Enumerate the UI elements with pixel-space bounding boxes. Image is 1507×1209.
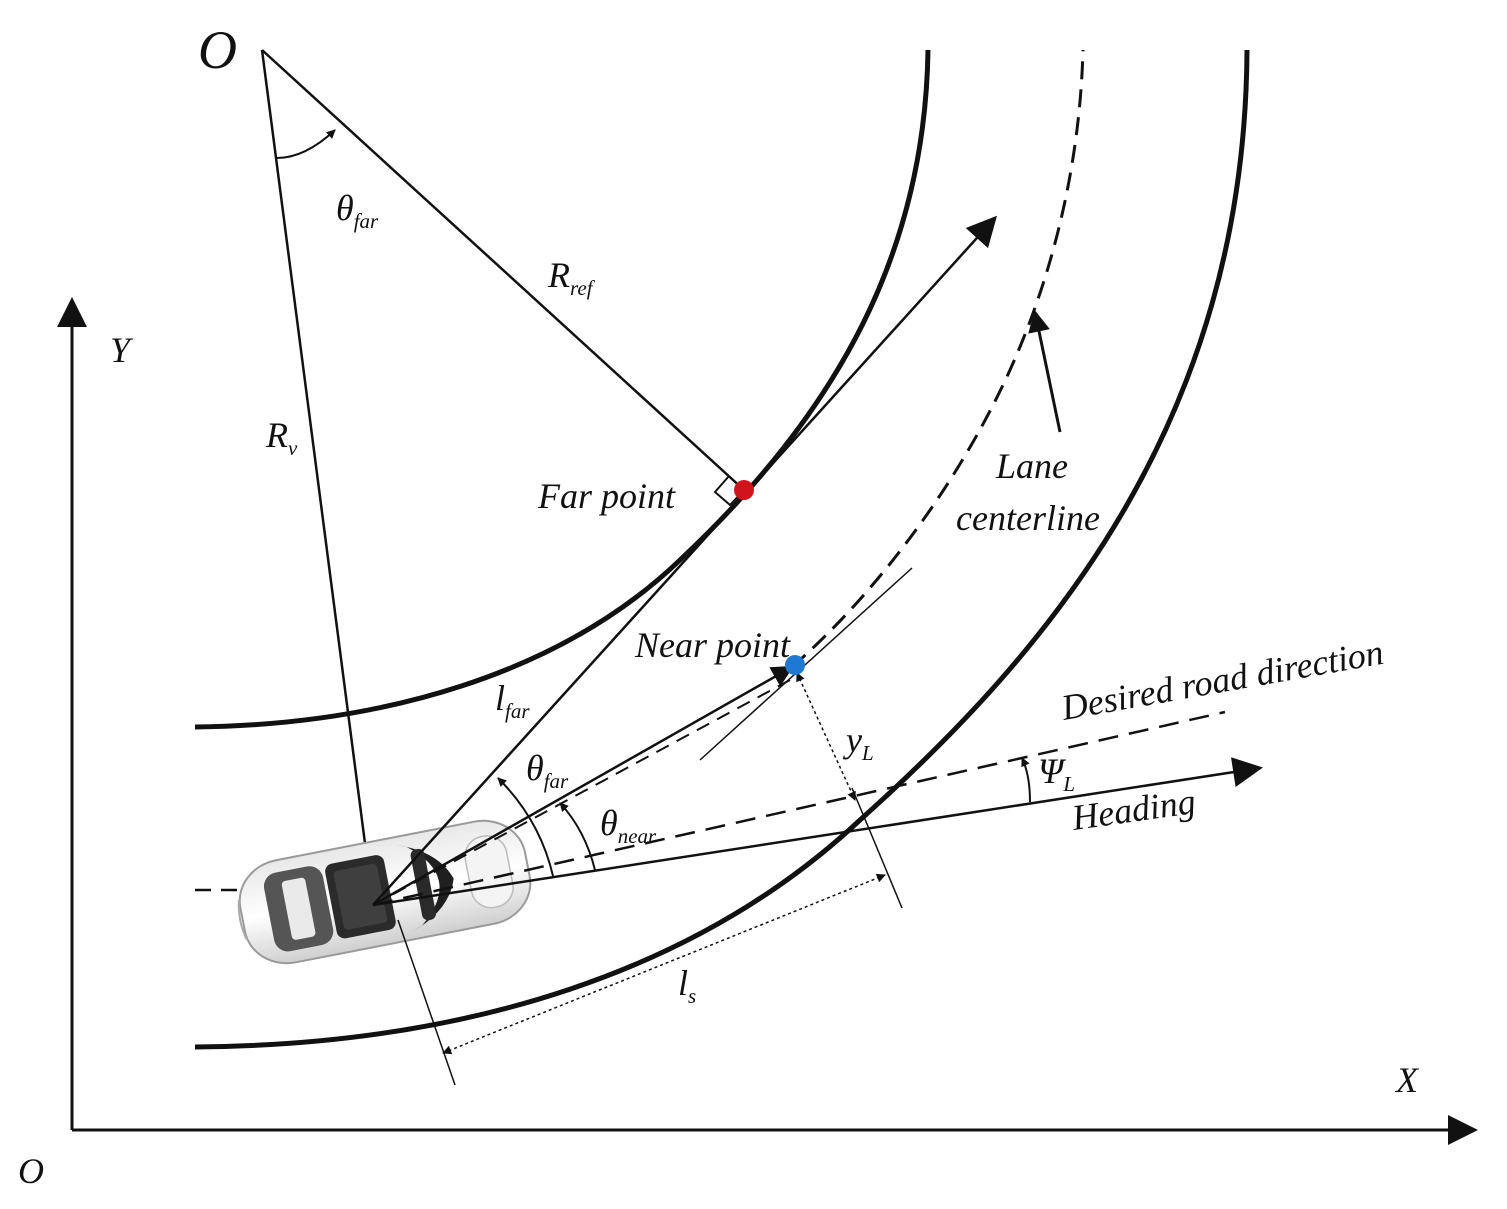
- right-angle-mark: [713, 475, 745, 507]
- heading-label: Heading: [1069, 781, 1198, 838]
- r-v-label: Rv: [265, 415, 298, 460]
- lane-centerline-label-line1: Lane: [995, 446, 1068, 486]
- lane-centerline: [791, 49, 1085, 669]
- radius-rv-line: [260, 49, 375, 906]
- desired-road-direction-line: [372, 710, 1226, 907]
- far-point-marker: [734, 480, 754, 500]
- far-point-label: Far point: [537, 476, 676, 516]
- l-s-extension-right: [851, 787, 903, 909]
- theta-near-arc-car: [559, 802, 596, 871]
- l-s-extension-left: [397, 919, 456, 1086]
- far-point-sight-line: [372, 215, 998, 906]
- y-l-label: yL: [843, 720, 874, 765]
- origin-axes-label: O: [18, 1151, 44, 1191]
- inner-road-boundary: [194, 49, 931, 730]
- near-point-tangent: [699, 567, 913, 761]
- psi-l-label: ΨL: [1038, 751, 1075, 796]
- lane-centerline-label-line2: centerline: [956, 498, 1100, 538]
- radius-rref-line: [261, 49, 745, 491]
- near-point-marker: [785, 655, 805, 675]
- r-ref-label: Rref: [547, 255, 596, 300]
- near-point-sight-line: [372, 665, 794, 907]
- lane-centerline-pointer: [1028, 309, 1062, 433]
- l-far-label: lfar: [495, 678, 530, 723]
- psi-l-arc: [1021, 757, 1031, 803]
- l-s-label: ls: [678, 963, 696, 1008]
- x-axis-label: X: [1394, 1060, 1420, 1100]
- near-dashed-line: [372, 679, 791, 906]
- y-axis-label: Y: [110, 330, 134, 370]
- theta-near-label: θnear: [600, 803, 657, 848]
- y-l-dimension: [796, 672, 856, 801]
- theta-far-arc-car: [497, 777, 554, 877]
- theta-far-top-label: θfar: [336, 188, 379, 233]
- origin-center-label: O: [198, 20, 237, 80]
- theta-far-car-label: θfar: [526, 748, 569, 793]
- l-s-dimension: [442, 873, 886, 1055]
- near-point-label: Near point: [634, 625, 791, 665]
- theta-far-arc-top: [276, 129, 336, 159]
